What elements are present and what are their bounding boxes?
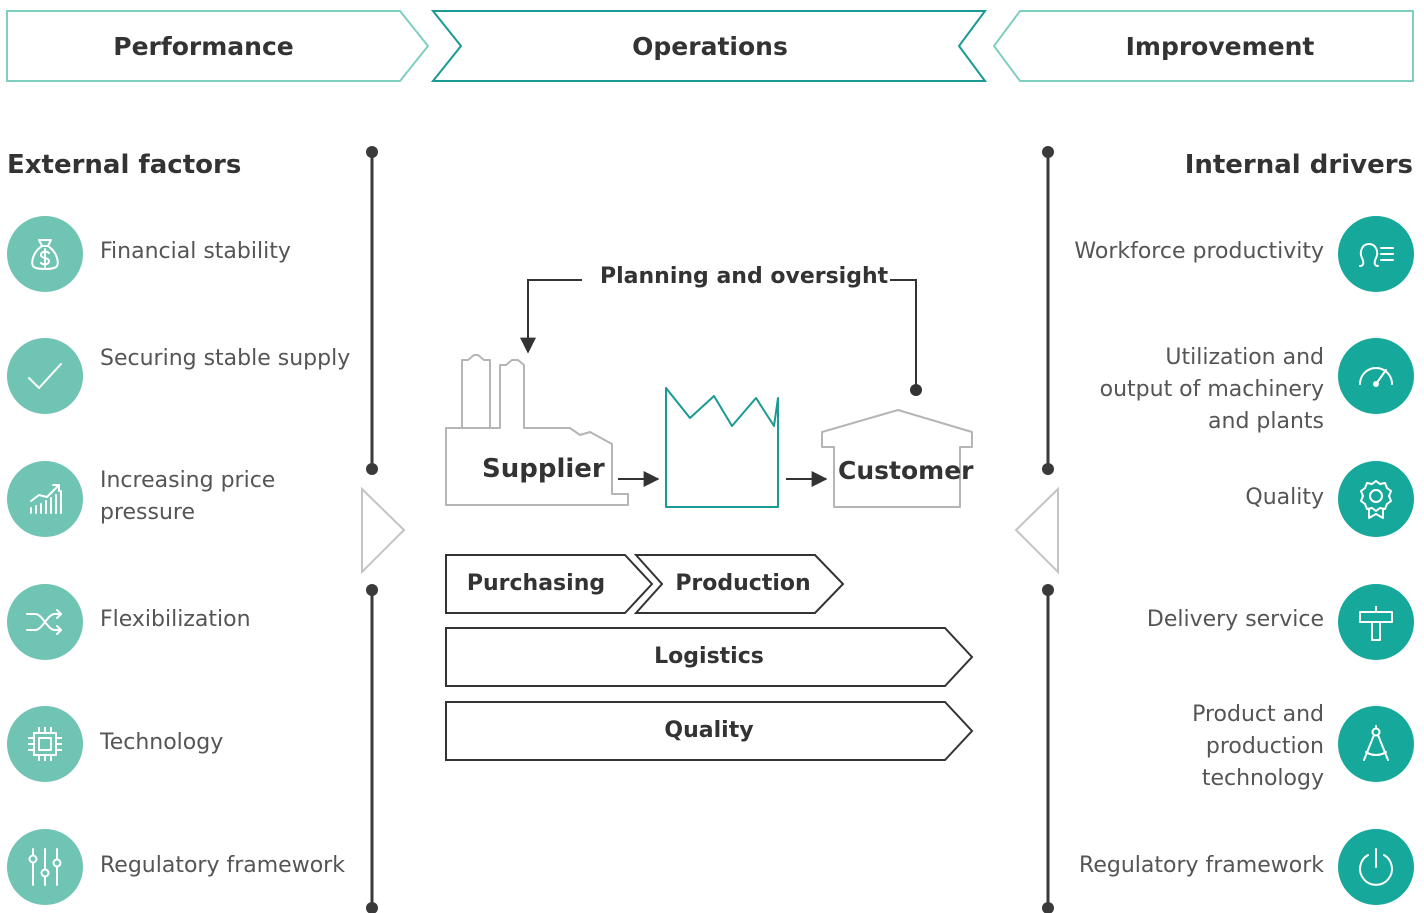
shuffle-icon bbox=[7, 584, 83, 660]
stage-logistics: Logistics bbox=[654, 644, 764, 669]
tab-improvement[interactable]: Improvement bbox=[1125, 32, 1315, 61]
external-item-financial-stability: Financial stability bbox=[100, 239, 291, 264]
stage-production: Production bbox=[675, 571, 811, 596]
signpost-icon bbox=[1338, 584, 1414, 660]
award-badge-icon bbox=[1338, 461, 1414, 537]
internal-item-delivery: Delivery service bbox=[1146, 607, 1324, 632]
tab-performance-shape[interactable] bbox=[6, 10, 430, 82]
external-item-regulatory: Regulatory framework bbox=[100, 853, 345, 878]
gauge-icon bbox=[1338, 338, 1414, 414]
power-icon bbox=[1338, 829, 1414, 905]
money-bag-icon bbox=[7, 216, 83, 292]
internal-drivers-title: Internal drivers bbox=[1184, 150, 1413, 180]
tab-operations[interactable]: Operations bbox=[632, 32, 788, 61]
tab-performance[interactable]: Performance bbox=[113, 32, 294, 61]
checkmark-icon bbox=[7, 338, 83, 414]
tab-improvement-shape[interactable] bbox=[992, 10, 1414, 82]
internal-item-quality: Quality bbox=[1245, 485, 1324, 510]
rising-chart-icon bbox=[7, 461, 83, 537]
internal-item-machinery: Utilization and output of machinery and … bbox=[1099, 345, 1324, 434]
external-item-price-pressure: Increasing price pressure bbox=[100, 468, 276, 525]
external-item-technology: Technology bbox=[100, 730, 224, 755]
worker-list-icon bbox=[1338, 216, 1414, 292]
customer-label: Customer bbox=[838, 456, 974, 485]
internal-item-regulatory: Regulatory framework bbox=[1079, 853, 1324, 878]
supplier-label: Supplier bbox=[482, 454, 605, 484]
stage-purchasing: Purchasing bbox=[466, 571, 606, 596]
compass-icon bbox=[1338, 706, 1414, 782]
internal-item-technology: Product and production technology bbox=[1192, 702, 1324, 791]
stage-quality: Quality bbox=[664, 718, 754, 743]
external-item-stable-supply: Securing stable supply bbox=[100, 346, 351, 371]
external-item-flexibilization: Flexibilization bbox=[100, 607, 251, 632]
sliders-icon bbox=[7, 829, 83, 905]
external-factors-title: External factors bbox=[7, 150, 242, 180]
tab-operations-shape[interactable] bbox=[430, 10, 987, 82]
internal-item-workforce: Workforce productivity bbox=[1074, 239, 1324, 264]
chip-icon bbox=[7, 706, 83, 782]
planning-oversight-label: Planning and oversight bbox=[598, 264, 891, 289]
